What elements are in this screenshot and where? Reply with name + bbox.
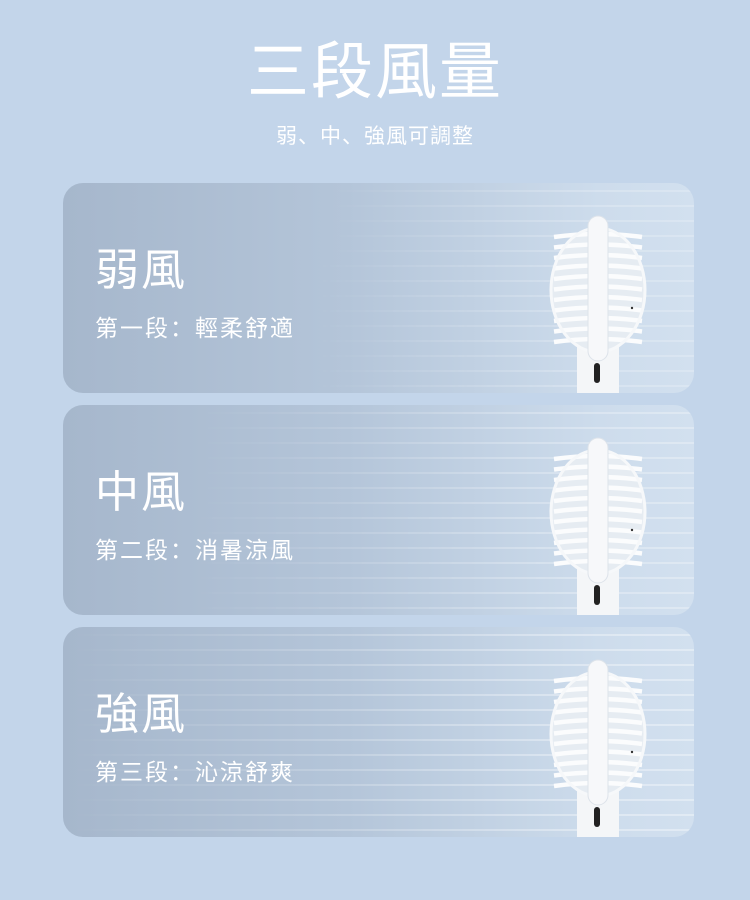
mode-card-medium: 中風 第二段：消暑涼風 [63,405,694,615]
page-title: 三段風量 [246,35,503,108]
fan-icon [549,437,647,615]
mode-name: 弱風 [95,245,187,296]
mode-name: 強風 [95,689,187,740]
mode-card-low: 弱風 第一段：輕柔舒適 [63,183,694,393]
page-subtitle: 弱、中、強風可調整 [276,124,474,148]
fan-icon [549,215,647,393]
mode-name: 中風 [95,467,187,518]
fan-icon [549,659,647,837]
mode-description: 第一段：輕柔舒適 [95,316,295,342]
mode-description: 第三段：沁涼舒爽 [95,760,295,786]
mode-description: 第二段：消暑涼風 [95,538,295,564]
mode-card-high: 強風 第三段：沁涼舒爽 [63,627,694,837]
